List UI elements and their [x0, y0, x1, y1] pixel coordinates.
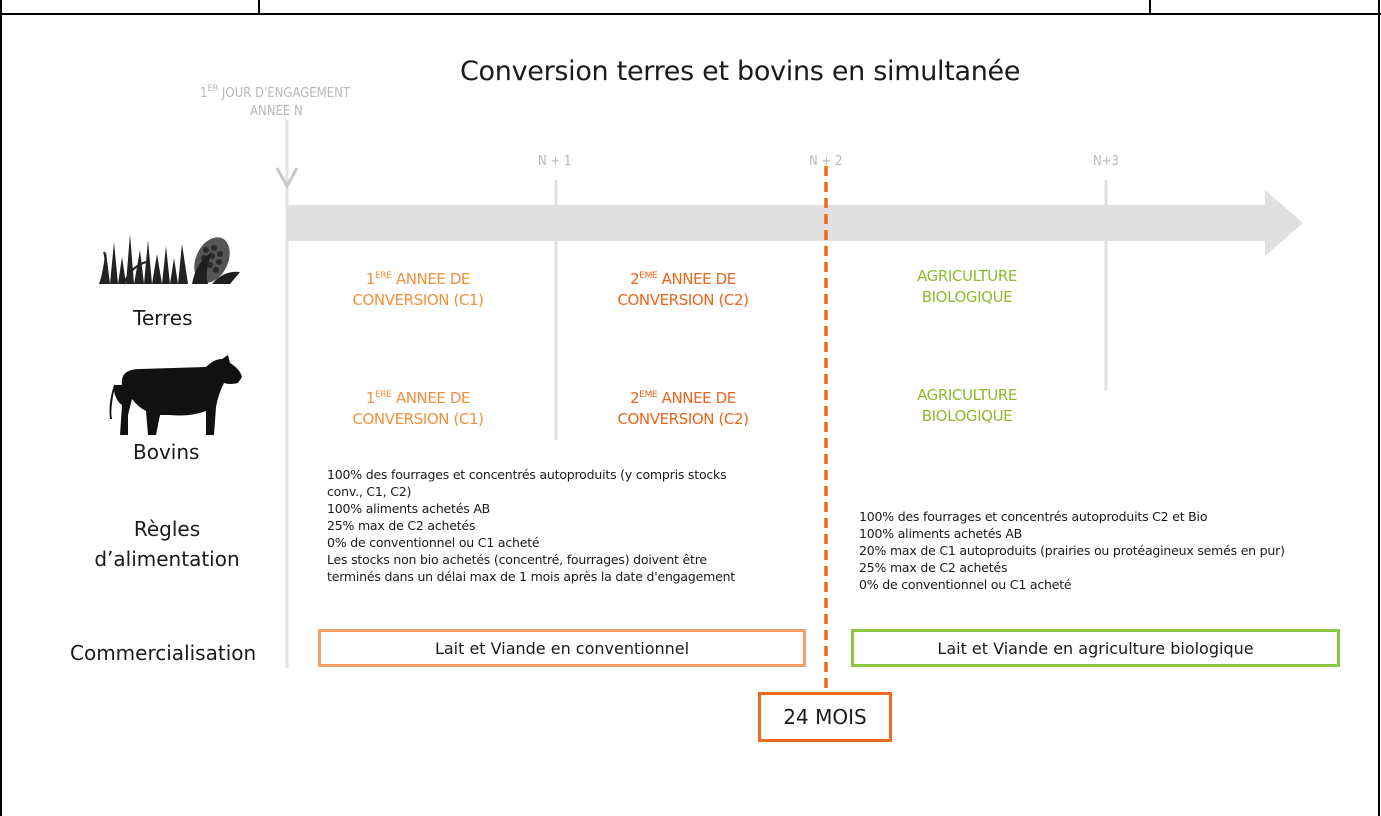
row-label-commercialisation: Commercialisation: [70, 641, 257, 665]
rule-line: terminés dans un délai max de 1 mois apr…: [327, 569, 735, 584]
frame-left-border: [0, 0, 2, 816]
milestone-text: 24 MOIS: [783, 705, 867, 729]
phase-c2-text: ANNEE DE: [657, 389, 737, 407]
phase-c1-line2: CONVERSION (C1): [352, 410, 484, 428]
phase-c1-text: ANNEE DE: [391, 389, 471, 407]
bovins-phase-c1: 1ERE ANNEE DE CONVERSION (C1): [338, 385, 498, 430]
frame-divider: [258, 0, 260, 14]
phase-bio-line2: BIOLOGIQUE: [921, 288, 1013, 306]
row-label-bovins: Bovins: [133, 440, 200, 464]
phase-c2-text: ANNEE DE: [657, 270, 737, 288]
engagement-text: JOUR D'ENGAGEMENT: [218, 86, 350, 101]
engagement-arrow-icon: [275, 167, 299, 190]
commercialisation-conventionnel-box: Lait et Viande en conventionnel: [318, 629, 806, 667]
phase-c2-line2: CONVERSION (C2): [617, 410, 749, 428]
phase-c2-number: 2: [630, 270, 640, 288]
terres-phase-c2: 2EME ANNEE DE CONVERSION (C2): [603, 266, 763, 311]
phase-c1-number: 1: [365, 389, 376, 407]
rule-line: 100% aliments achetés AB: [327, 501, 491, 516]
year-label-n1: N + 1: [538, 154, 572, 169]
phase-c2-superscript: EME: [639, 271, 658, 281]
row-label-terres: Terres: [133, 306, 193, 330]
year-label-n2: N + 2: [809, 154, 843, 169]
bovins-phase-bio: AGRICULTURE BIOLOGIQUE: [887, 385, 1047, 427]
phase-c1-line2: CONVERSION (C1): [352, 291, 484, 309]
bovins-phase-c2: 2EME ANNEE DE CONVERSION (C2): [603, 385, 763, 430]
diagram-title: Conversion terres et bovins en simultané…: [460, 56, 1021, 87]
rules-conversion: 100% des fourrages et concentrés autopro…: [327, 466, 735, 585]
phase-c2-number: 2: [630, 389, 640, 407]
rule-line: conv., C1, C2): [327, 484, 412, 499]
rule-line: 0% de conventionnel ou C1 acheté: [327, 535, 540, 550]
row-label-regles-line2: d’alimentation: [94, 547, 240, 571]
rule-line: 0% de conventionnel ou C1 acheté: [859, 577, 1072, 592]
rule-line: 100% aliments achetés AB: [859, 526, 1023, 541]
phase-c2-line2: CONVERSION (C2): [617, 291, 749, 309]
engagement-number: 1: [200, 86, 208, 101]
terres-phase-c1: 1ERE ANNEE DE CONVERSION (C1): [338, 266, 498, 311]
rule-line: 100% des fourrages et concentrés autopro…: [859, 509, 1208, 524]
cow-icon: [109, 355, 242, 435]
rule-line: 25% max de C2 achetés: [859, 560, 1008, 575]
rule-line: 100% des fourrages et concentrés autopro…: [327, 467, 727, 482]
phase-c1-number: 1: [365, 270, 376, 288]
row-label-regles: Règles d’alimentation: [77, 514, 257, 574]
timeline-arrow: [287, 190, 1303, 256]
phase-bio-line2: BIOLOGIQUE: [921, 407, 1013, 425]
rules-bio: 100% des fourrages et concentrés autopro…: [859, 508, 1285, 593]
phase-c1-superscript: ERE: [375, 271, 392, 281]
rule-line: Les stocks non bio achetés (concentré, f…: [327, 552, 707, 567]
engagement-year: ANNEE N: [250, 104, 303, 119]
engagement-superscript: ER: [207, 84, 219, 94]
phase-c1-superscript: ERE: [375, 390, 392, 400]
terres-phase-bio: AGRICULTURE BIOLOGIQUE: [887, 266, 1047, 308]
commercialisation-bio-box: Lait et Viande en agriculture biologique: [851, 629, 1340, 667]
phase-c1-text: ANNEE DE: [391, 270, 471, 288]
phase-c2-superscript: EME: [639, 390, 658, 400]
frame-divider: [1149, 0, 1151, 14]
rule-line: 25% max de C2 achetés: [327, 518, 476, 533]
commercialisation-bio-text: Lait et Viande en agriculture biologique: [937, 638, 1254, 658]
milestone-box: 24 MOIS: [758, 692, 892, 742]
row-label-regles-line1: Règles: [133, 517, 201, 541]
phase-bio-line1: AGRICULTURE: [917, 386, 1017, 404]
frame-right-border: [1378, 0, 1380, 816]
grass-corn-icon: [99, 234, 240, 285]
rule-line: 20% max de C1 autoproduits (prairies ou …: [859, 543, 1285, 558]
phase-bio-line1: AGRICULTURE: [917, 267, 1017, 285]
engagement-label: 1ER JOUR D'ENGAGEMENT ANNEE N: [200, 80, 350, 121]
frame-top-border: [0, 0, 1381, 15]
year-label-n3: N+3: [1093, 154, 1119, 169]
commercialisation-conventionnel-text: Lait et Viande en conventionnel: [434, 638, 690, 658]
